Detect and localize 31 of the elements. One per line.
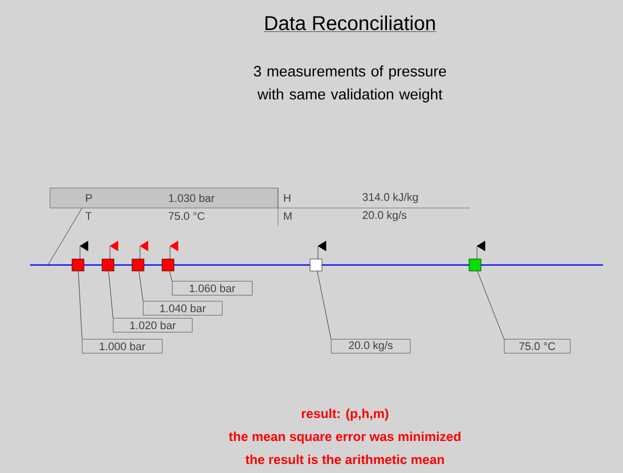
value-box: 75.0 °C: [504, 339, 570, 354]
title: Data Reconciliation: [264, 16, 436, 32]
value-box: 20.0 kg/s: [331, 339, 410, 354]
node-label: 314.0 kJ/kg: [362, 192, 418, 204]
sensor-box: [468, 258, 482, 272]
result-note: the mean square error was minimized: [228, 432, 460, 444]
leader-line: [48, 208, 82, 266]
sensor-box: [102, 258, 114, 272]
node-label: M: [284, 212, 292, 220]
value-box: 1.020 bar: [113, 318, 192, 332]
leader-line: [477, 271, 504, 340]
leader-line: [108, 271, 114, 318]
result-note: the result is the arithmetic mean: [245, 454, 444, 464]
result-table: P 1.030 bar H 314.0 kJ/kg T 75.0 °C M 20.0 kg/s: [50, 188, 470, 226]
leader-line: [317, 271, 332, 340]
leader-line: [138, 271, 144, 302]
node-label: H: [284, 194, 290, 202]
subtitle: 3 measurements of pressure with same validation weight: [254, 66, 446, 102]
leader-line: [78, 271, 82, 340]
result-note: result: (p,h,m): [302, 408, 388, 421]
sensor-box: [162, 258, 174, 272]
node-label: 20.0 kg/s: [362, 210, 406, 222]
node-label: 75.0 °C: [168, 212, 205, 220]
value-box: 1.060 bar: [172, 281, 252, 296]
value-box: 1.000 bar: [82, 339, 162, 354]
leader-line: [169, 271, 172, 282]
sensor-box: [72, 258, 84, 272]
value-box: 1.040 bar: [143, 301, 222, 316]
sensor-box: [132, 258, 144, 272]
node-label: T: [85, 212, 92, 220]
sensor-box: [310, 258, 322, 272]
